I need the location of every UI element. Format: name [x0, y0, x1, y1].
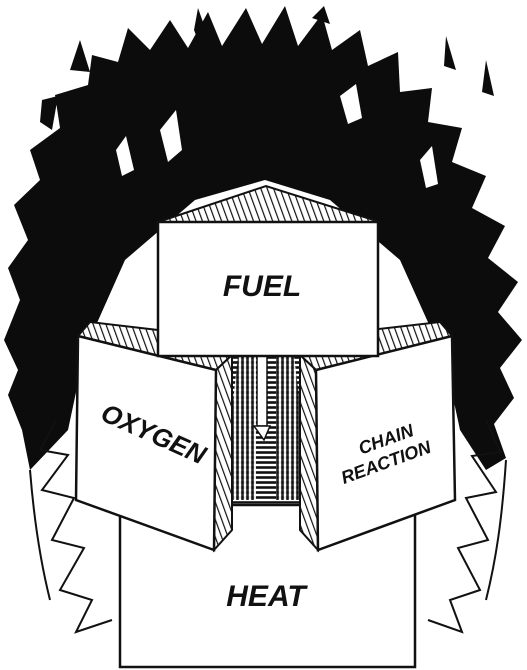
fuel-block: [156, 184, 381, 358]
fuel-label: FUEL: [223, 270, 301, 303]
oxygen-block: [74, 320, 234, 553]
heat-label: HEAT: [226, 580, 308, 613]
flame-outline-left: [29, 419, 113, 634]
flames-silhouette: [4, 6, 522, 470]
flame-outline-right: [427, 419, 507, 634]
